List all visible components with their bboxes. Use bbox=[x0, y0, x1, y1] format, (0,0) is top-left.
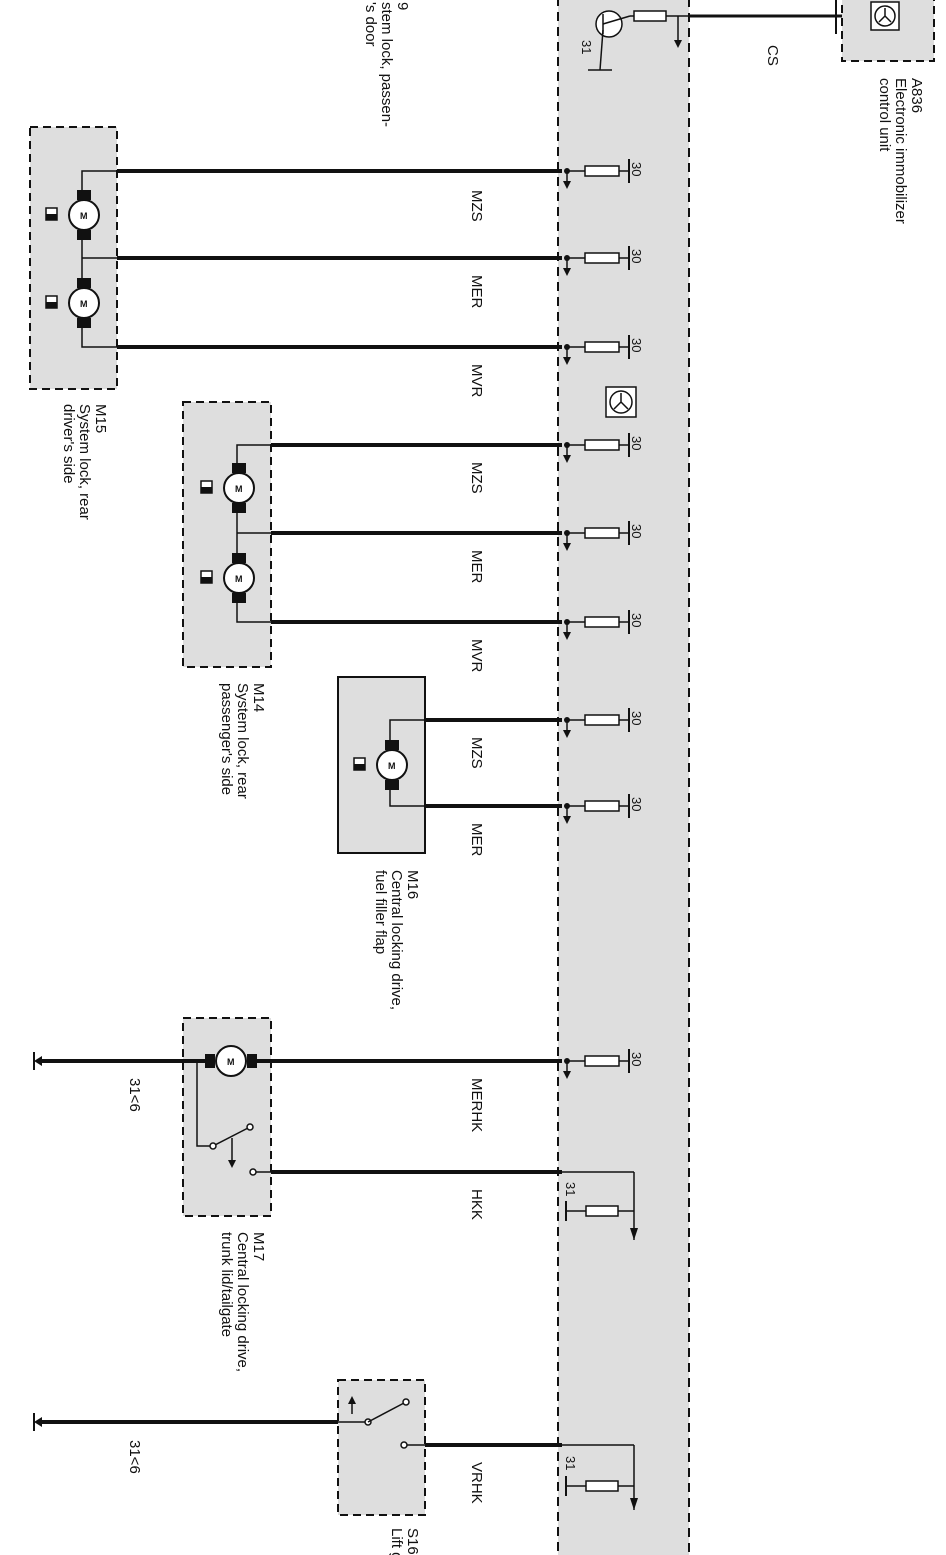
pin-30-8: 30 bbox=[629, 797, 644, 811]
pin-30-3: 30 bbox=[629, 338, 644, 352]
ground-node-vrhk bbox=[562, 1444, 638, 1510]
a836-code: A836 bbox=[908, 78, 925, 113]
m14-box bbox=[182, 401, 272, 668]
m16-name-line1: Central locking drive, bbox=[388, 870, 405, 1010]
m16-lock-icon bbox=[353, 757, 366, 771]
m17-wires bbox=[40, 1059, 562, 1174]
m16-signal-2: MER bbox=[468, 823, 485, 857]
m14-signal-3: MVR bbox=[468, 639, 485, 673]
s167-name-line1: Lift gat bbox=[388, 1528, 405, 1555]
m16-wires bbox=[425, 718, 562, 808]
m14-motor-2-letter: M bbox=[235, 574, 243, 584]
m14-signal-2: MER bbox=[468, 550, 485, 584]
pin-30-9: 30 bbox=[629, 1052, 644, 1066]
m17-motor-letter: M bbox=[227, 1057, 235, 1067]
s167-code: S167 bbox=[404, 1528, 421, 1555]
s167-ground-label: 31<6 bbox=[126, 1440, 143, 1474]
m14-name-line2: passenger's side bbox=[218, 683, 235, 795]
s167-ground-terminal bbox=[33, 1413, 42, 1431]
pin-30-4: 30 bbox=[629, 436, 644, 450]
m17-code: M17 bbox=[250, 1232, 267, 1261]
m17-signal-1: MERHK bbox=[468, 1078, 485, 1132]
m16-motor-letter: M bbox=[388, 761, 396, 771]
m16-code: M16 bbox=[404, 870, 421, 899]
m14-lock-1-icon bbox=[200, 480, 213, 494]
cs-label: CS bbox=[764, 45, 781, 66]
m15-lock-1-icon bbox=[45, 207, 58, 221]
m16-internal-wiring bbox=[389, 719, 425, 807]
m17-name-line1: Central locking drive, bbox=[234, 1232, 251, 1372]
m14-lock-2-icon bbox=[200, 570, 213, 584]
m15-name-line2: driver's side bbox=[60, 404, 77, 484]
m15-signal-2: MER bbox=[468, 275, 485, 309]
m15-code: M15 bbox=[92, 404, 109, 433]
ground-node-hkk bbox=[562, 1171, 638, 1240]
m14-wires bbox=[271, 443, 562, 624]
m15-internal-wiring bbox=[81, 170, 117, 348]
m17-ground-label: 31<6 bbox=[126, 1078, 143, 1112]
m15-lock-2-icon bbox=[45, 295, 58, 309]
m17-name-line2: trunk lid/tailgate bbox=[218, 1232, 235, 1337]
panel-emblem-icon bbox=[605, 386, 637, 418]
transistor-icon bbox=[588, 10, 688, 71]
m14-code: M14 bbox=[250, 683, 267, 712]
m14-motor-1-letter: M bbox=[235, 484, 243, 494]
partial-label-line0: 9 bbox=[394, 2, 411, 10]
pin-30-5: 30 bbox=[629, 524, 644, 538]
a836-emblem-icon bbox=[870, 1, 900, 31]
pin-30-7: 30 bbox=[629, 711, 644, 725]
partial-label-line2: 's door bbox=[362, 2, 379, 47]
s167-wires bbox=[40, 1420, 562, 1447]
m14-internal-wiring bbox=[236, 444, 271, 623]
m14-signal-1: MZS bbox=[468, 462, 485, 494]
m16-signal-1: MZS bbox=[468, 737, 485, 769]
s167-signal-1: VRHK bbox=[468, 1462, 485, 1504]
m14-name-line1: System lock, rear bbox=[234, 683, 251, 799]
m15-motor-2-letter: M bbox=[80, 299, 88, 309]
m16-name-line2: fuel filler flap bbox=[372, 870, 389, 954]
m15-signal-3: MVR bbox=[468, 364, 485, 398]
m15-signal-1: MZS bbox=[468, 190, 485, 222]
m17-ground-terminal bbox=[33, 1052, 42, 1070]
m15-wires bbox=[117, 169, 562, 349]
a836-name-line2: control unit bbox=[876, 78, 893, 152]
cs-wire bbox=[688, 0, 842, 34]
pin-30-2: 30 bbox=[629, 249, 644, 263]
pin-30-6: 30 bbox=[629, 613, 644, 627]
transistor-ground-31: 31 bbox=[579, 40, 594, 54]
m17-switch-icon bbox=[209, 1123, 257, 1176]
s167-switch-icon bbox=[338, 1396, 425, 1449]
m17-signal-2: HKK bbox=[468, 1189, 485, 1220]
m15-name-line1: System lock, rear bbox=[76, 404, 93, 520]
control-unit-panel bbox=[557, 0, 690, 1555]
m17-motor-icon bbox=[205, 1045, 257, 1077]
partial-label-line1: stem lock, passen- bbox=[378, 2, 395, 127]
m15-motor-1-letter: M bbox=[80, 211, 88, 221]
pin-30-1: 30 bbox=[629, 162, 644, 176]
ground-31-hkk: 31 bbox=[563, 1182, 578, 1196]
a836-name-line1: Electronic immobilizer bbox=[892, 78, 909, 224]
ground-31-vrhk: 31 bbox=[563, 1456, 578, 1470]
